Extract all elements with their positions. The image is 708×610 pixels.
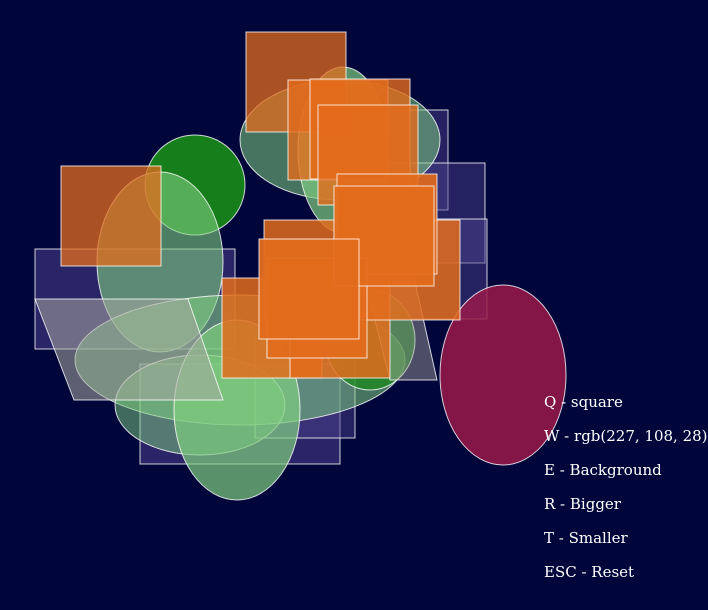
legend-smaller: T - Smaller: [544, 529, 628, 547]
legend-bigger: R - Bigger: [544, 495, 621, 513]
square-shape: [258, 238, 360, 340]
legend-color: W - rgb(227, 108, 28): [544, 427, 708, 445]
square-shape: [60, 165, 162, 267]
legend-background: E - Background: [544, 461, 662, 479]
legend-reset: ESC - Reset: [544, 563, 635, 581]
keyboard-legend: Q - square W - rgb(227, 108, 28) E - Bac…: [544, 385, 708, 589]
legend-square: Q - square: [544, 393, 623, 411]
ellipse-shape: [439, 284, 567, 466]
polygon-shape: [34, 298, 224, 401]
